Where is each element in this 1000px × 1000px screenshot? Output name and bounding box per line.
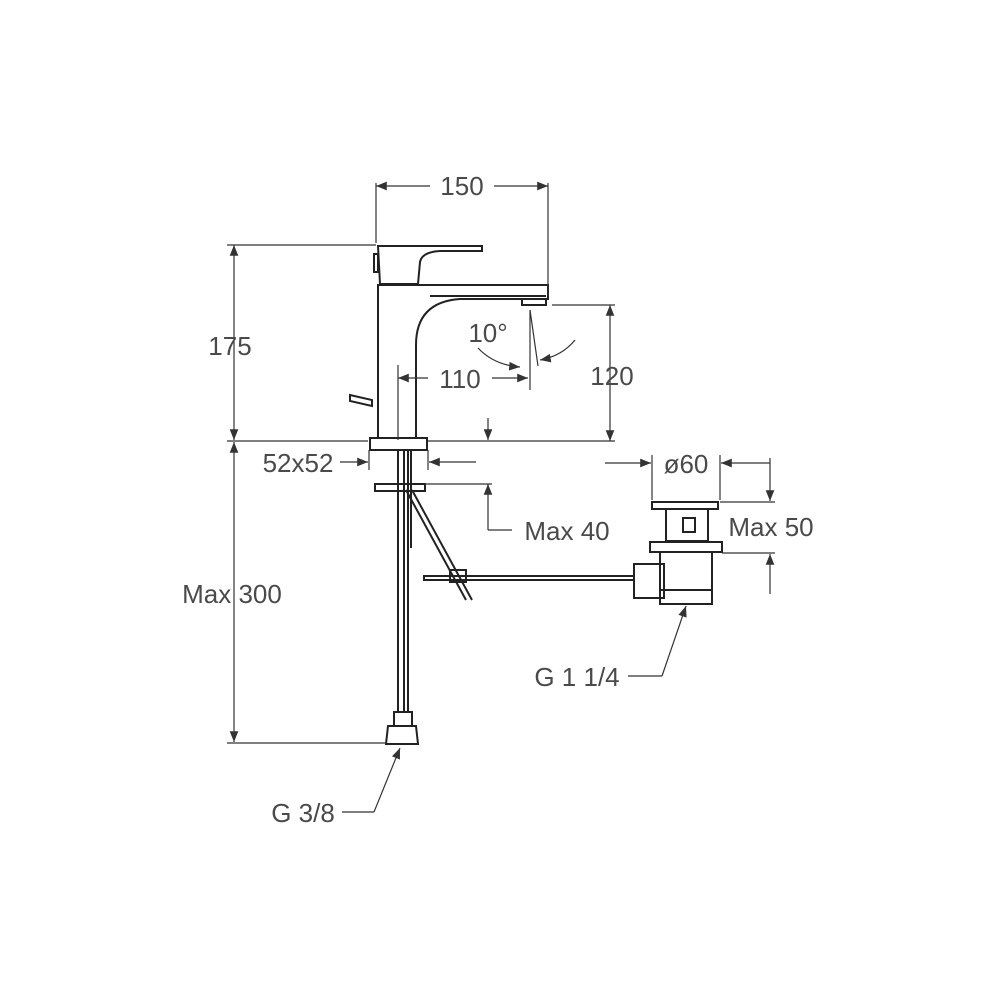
dim-10deg bbox=[477, 309, 576, 371]
dim-175 bbox=[227, 244, 376, 442]
label-o60: ø60 bbox=[664, 449, 709, 479]
faucet-body bbox=[349, 245, 549, 439]
label-175: 175 bbox=[208, 331, 251, 361]
leader-g114 bbox=[628, 605, 687, 677]
label-g38: G 3/8 bbox=[271, 798, 335, 828]
leader-g38 bbox=[342, 747, 401, 813]
label-g114: G 1 1/4 bbox=[534, 662, 619, 692]
label-120: 120 bbox=[590, 361, 633, 391]
dim-max50 bbox=[720, 458, 775, 594]
label-110: 110 bbox=[439, 364, 480, 394]
dim-150 bbox=[375, 181, 549, 296]
dim-52x52 bbox=[340, 450, 476, 470]
dim-120 bbox=[428, 304, 615, 442]
label-52x52: 52x52 bbox=[263, 448, 334, 478]
label-150: 150 bbox=[440, 171, 483, 201]
label-max50: Max 50 bbox=[728, 512, 813, 542]
label-max300: Max 300 bbox=[182, 579, 282, 609]
dim-110 bbox=[397, 310, 531, 440]
dim-o60 bbox=[605, 455, 770, 500]
label-max40: Max 40 bbox=[524, 516, 609, 546]
supply-pipes bbox=[397, 450, 412, 712]
dim-max40 bbox=[425, 483, 512, 531]
supply-connector bbox=[384, 711, 420, 745]
waste-valve bbox=[633, 501, 723, 605]
linkage-rod bbox=[423, 575, 635, 581]
dim-max300 bbox=[227, 442, 386, 744]
popup-rod bbox=[405, 489, 473, 601]
label-10deg: 10° bbox=[468, 318, 507, 348]
fixing-washer bbox=[374, 483, 426, 492]
